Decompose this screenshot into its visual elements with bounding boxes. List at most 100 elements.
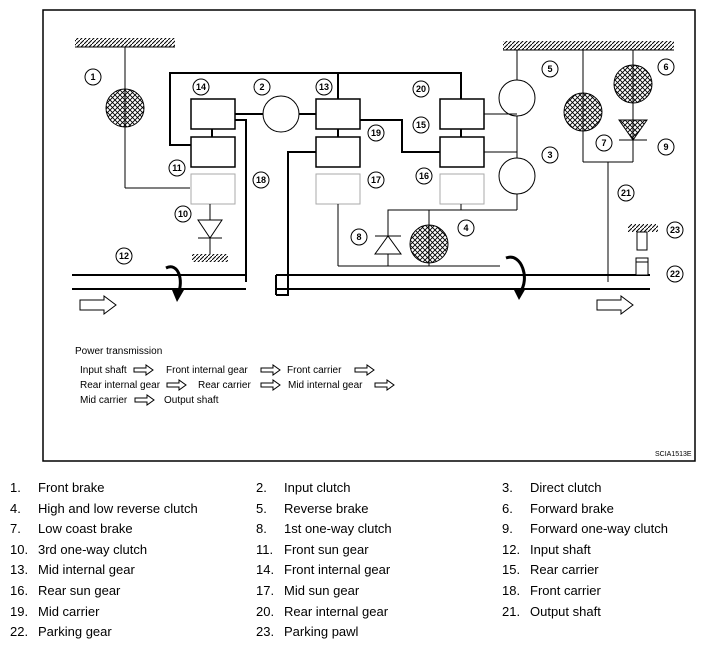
svg-text:18: 18 [256,175,266,185]
legend-num: 16. [10,582,29,598]
svg-text:2: 2 [259,82,264,92]
legend-item: 22.Parking gear [10,622,198,643]
svg-text:11: 11 [172,163,182,173]
legend-item: 6.Forward brake [502,499,668,520]
legend-item: 13.Mid internal gear [10,560,198,581]
high-low-reverse-clutch [409,224,449,264]
legend-label: Mid carrier [38,603,100,619]
front-internal-gear [190,98,236,130]
forward-one-way-clutch [618,119,648,141]
legend-label: Input clutch [284,480,351,495]
mid-carrier [315,136,361,168]
first-one-way-clutch [374,235,402,255]
legend-item: 8.1st one-way clutch [256,519,392,540]
legend-num: 19. [10,603,29,619]
legend-label: Mid internal gear [38,562,135,578]
svg-text:Rear carrier: Rear carrier [198,380,251,391]
legend-label: Mid sun gear [284,582,360,598]
legend-num: 11. [256,541,274,557]
rear-sun-gear [439,173,485,205]
direct-clutch [498,157,536,195]
legend-column-2: 2.Input clutch 5.Reverse brake 8.1st one… [256,478,392,643]
legend-label: Reverse brake [284,500,369,516]
legend-label: Rear internal gear [284,603,389,619]
legend-item: 7.Low coast brake [10,519,198,540]
legend-item: 10. 3rd one-way clutch [10,540,198,561]
svg-text:12: 12 [119,251,129,261]
transmission-diagram: 1 2 3 4 5 6 7 8 9 10 11 12 13 14 15 16 1… [42,9,696,462]
parking-gear [635,257,649,276]
svg-text:13: 13 [319,82,329,92]
legend-item: 3. Direct clutch [502,478,668,499]
legend-label: Direct clutch [530,480,602,495]
legend-item: 15.Rear carrier [502,560,668,581]
legend-num: 5. [256,500,267,516]
legend-num: 3. [502,480,513,495]
legend-num: 17. [256,582,275,598]
output-flow-arrow [596,295,634,315]
legend-num: 1. [10,480,21,495]
diagram-frame [42,9,696,462]
front-sun-gear [190,173,236,205]
legend-item: 16. Rear sun gear [10,581,198,602]
legend-num: 21. [502,603,521,619]
front-carrier [190,136,236,168]
legend-item: 23.Parking pawl [256,622,392,643]
legend-num: 9. [502,521,513,537]
svg-text:Mid carrier: Mid carrier [80,395,128,406]
svg-text:23: 23 [670,225,680,235]
svg-text:Front carrier: Front carrier [287,365,342,376]
legend-num: 6. [502,500,513,516]
legend-item: 11.Front sun gear [256,540,392,561]
legend-label: High and low reverse clutch [38,500,198,516]
legend-label: Forward one-way clutch [530,521,668,537]
legend-label: 3rd one-way clutch [38,541,148,557]
legend-item: 12.Input shaft [502,540,668,561]
svg-text:3: 3 [547,150,552,160]
mid-sun-gear [315,173,361,205]
rear-carrier [439,136,485,168]
svg-text:Mid internal gear: Mid internal gear [288,380,363,391]
svg-text:6: 6 [663,62,668,72]
legend-label: Front internal gear [284,562,391,578]
ground-one-way [192,254,228,262]
svg-text:22: 22 [670,269,680,279]
svg-text:9: 9 [663,142,668,152]
legend-item: 17. Mid sun gear [256,581,392,602]
legend-item: 19. Mid carrier [10,602,198,623]
legend-num: 14. [256,562,275,578]
svg-text:8: 8 [356,232,361,242]
ground-left-top [75,38,175,47]
legend-label: Parking gear [38,624,112,640]
parts-legend: 1.Front brake 4.High and low reverse clu… [0,478,718,648]
input-flow-arrow [79,295,117,315]
svg-text:17: 17 [371,175,381,185]
ground-parking [628,224,658,232]
svg-text:7: 7 [601,138,606,148]
power-transmission-rows: Input shaft Front internal gear Front ca… [80,364,395,406]
svg-text:Input shaft: Input shaft [80,365,127,376]
svg-text:4: 4 [463,223,468,233]
third-one-way-clutch [197,219,223,239]
legend-label: Parking pawl [284,624,359,640]
low-coast-brake [563,92,603,132]
svg-text:15: 15 [416,120,426,130]
front-brake [105,88,145,128]
svg-text:Front internal gear: Front internal gear [166,365,248,376]
svg-text:Rear internal gear: Rear internal gear [80,380,161,391]
legend-num: 10. [10,541,29,557]
legend-label: Rear sun gear [38,582,121,598]
svg-text:14: 14 [196,82,206,92]
svg-text:5: 5 [547,64,552,74]
svg-text:21: 21 [621,188,631,198]
svg-text:19: 19 [371,128,381,138]
legend-label: Front carrier [530,582,601,598]
svg-text:Output shaft: Output shaft [164,395,219,406]
legend-label: Output shaft [530,603,601,619]
legend-item: 5. Reverse brake [256,499,392,520]
legend-num: 20. [256,603,275,619]
svg-text:10: 10 [178,209,188,219]
legend-item: 20. Rear internal gear [256,602,392,623]
svg-text:16: 16 [419,171,429,181]
legend-num: 15. [502,562,521,578]
